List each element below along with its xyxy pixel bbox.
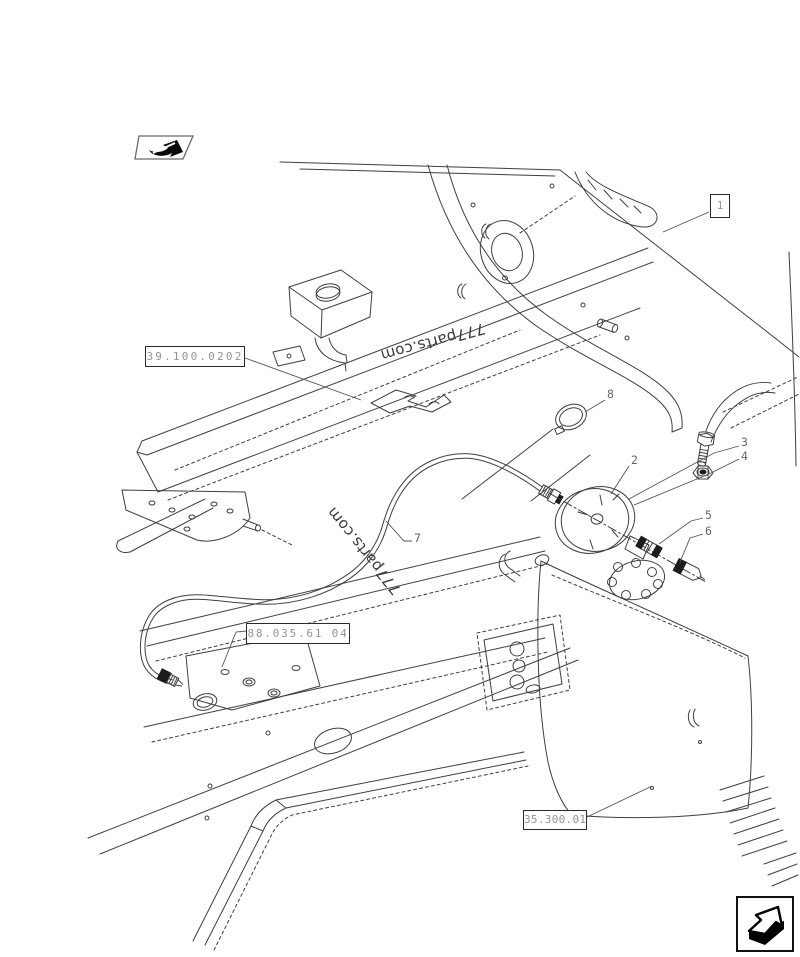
callout-6: 6 xyxy=(705,524,712,538)
lower-frame xyxy=(87,536,579,951)
callout-4: 4 xyxy=(741,449,748,463)
pin-part5 xyxy=(635,535,663,559)
callout-5: 5 xyxy=(705,508,712,522)
section-link-88-035-61-04[interactable]: 88.035.61 04 xyxy=(246,623,350,644)
upper-boom-assembly xyxy=(116,247,654,553)
elbow-part6 xyxy=(672,558,705,581)
section-link-35-300-01[interactable]: 35.300.01 xyxy=(523,810,587,830)
hose-end-fitting xyxy=(156,668,183,687)
page-back-arrow-icon[interactable] xyxy=(133,132,197,164)
bolt-part3 xyxy=(696,431,716,467)
clamp-part8 xyxy=(461,403,591,502)
nut-part4 xyxy=(692,465,714,480)
grommet-and-clips xyxy=(457,183,630,341)
side-panel xyxy=(476,550,799,887)
leader-lines xyxy=(221,211,740,819)
callout-3: 3 xyxy=(741,435,748,449)
disc-part2 xyxy=(554,486,650,560)
callout-8: 8 xyxy=(607,387,614,401)
callout-7: 7 xyxy=(414,531,421,545)
callout-2: 2 xyxy=(631,453,638,467)
body-top-edge xyxy=(279,161,800,467)
section-link-39-100-0202[interactable]: 39.100.0202 xyxy=(145,346,245,367)
cab-post-curve xyxy=(427,164,683,433)
assembly-ref-box[interactable]: 1 xyxy=(710,194,730,218)
page-forward-arrow-icon[interactable] xyxy=(736,896,794,952)
